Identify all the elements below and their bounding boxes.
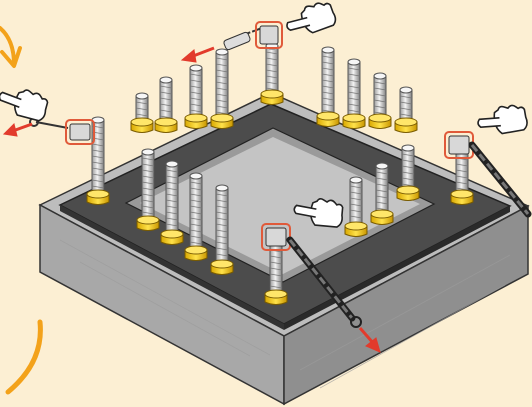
anchor-rod-icon (86, 116, 110, 205)
anchor-rod-icon (154, 76, 178, 133)
anchor-rod-icon (342, 58, 366, 129)
anchor-rod-icon (210, 184, 234, 275)
anchor-rod-icon (130, 92, 154, 133)
anchor-rod-icon (344, 176, 368, 237)
orange-arrow-stroke (0, 26, 16, 66)
bolt-clamp-right (444, 131, 532, 218)
anchor-rod-icon (396, 144, 420, 201)
orange-curve-stroke (5, 319, 43, 395)
bolt-clamp-top (223, 21, 283, 51)
anchor-rod-icon (184, 172, 208, 261)
anchor-rod-icon (184, 64, 208, 129)
bolt-clamp-left (29, 117, 95, 145)
turnbuckle-icon (286, 236, 362, 328)
anchor-rod-icon (260, 42, 284, 105)
pointing-hand-group (0, 2, 528, 228)
anchor-rod-group (86, 42, 474, 305)
bolt-clamp-front (261, 223, 362, 328)
anchor-rod-icon (160, 160, 184, 245)
anchor-rod-icon (368, 72, 392, 129)
pointing-hand-icon (0, 89, 49, 122)
pull-arrow-icon (2, 46, 381, 353)
anchor-rod-icon (316, 46, 340, 127)
anchor-rod-icon (136, 148, 160, 231)
pointing-hand-icon (286, 2, 337, 34)
anchor-rod-icon (394, 86, 418, 133)
anchor-rod-icon (210, 48, 234, 129)
pointing-hand-icon (293, 198, 344, 228)
turnbuckle-icon (468, 141, 532, 218)
pointing-hand-icon (477, 104, 528, 135)
anchor-rod-icon (370, 162, 394, 225)
